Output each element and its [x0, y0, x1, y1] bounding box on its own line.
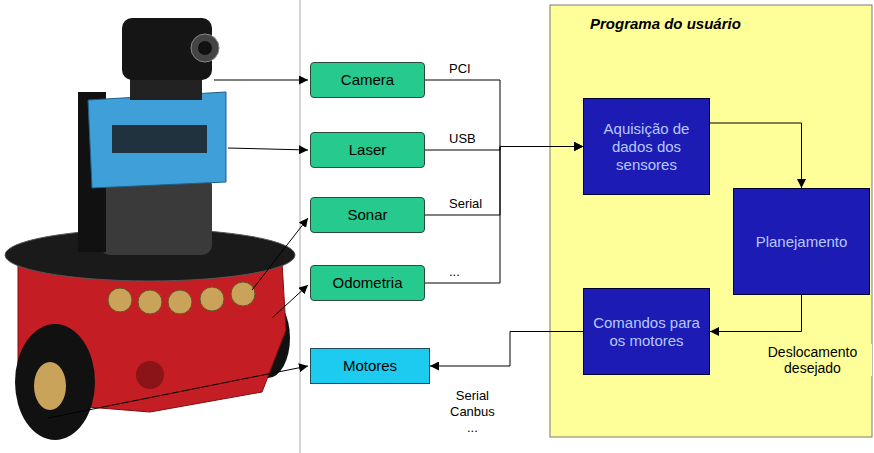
node-text: Sonar	[347, 206, 387, 224]
camera-lens	[198, 41, 212, 55]
sensor-box: Laser	[310, 132, 425, 168]
process-box: Aquisição de dados dos sensores	[583, 98, 710, 195]
node-text: Aquisição de dados dos sensores	[590, 120, 703, 174]
leader-line	[272, 285, 308, 318]
robot-illustration	[5, 18, 295, 440]
node-text: Comandos para os motores	[590, 314, 703, 350]
connector-arrow	[425, 147, 583, 151]
connector-arrow	[425, 147, 583, 216]
connector-arrow	[425, 80, 583, 147]
node-text: Odometria	[332, 274, 402, 292]
sonar-disc	[138, 290, 162, 314]
laser-housing	[88, 92, 226, 188]
speaker	[136, 361, 164, 389]
camera-base	[130, 78, 202, 100]
separator-line	[300, 0, 301, 453]
edge-label: Serial Canbus ...	[448, 388, 497, 436]
edge-label: PCI	[447, 61, 473, 77]
sensor-box: Sonar	[310, 197, 425, 233]
edge-label: Deslocamento desejado	[753, 344, 872, 376]
leader-line	[228, 148, 308, 150]
process-box: Comandos para os motores	[583, 288, 710, 375]
panel-ground	[550, 5, 872, 437]
edge-label: USB	[447, 131, 478, 147]
connector-arrow	[710, 123, 802, 188]
sonar-disc	[200, 287, 224, 311]
leader-line	[214, 80, 308, 81]
sonar-disc	[231, 282, 255, 306]
wheel-hub	[34, 362, 66, 410]
wheel	[15, 324, 95, 440]
sensor-box: Camera	[310, 62, 425, 98]
panel-title: Programa do usuário	[590, 15, 741, 32]
laser-window	[112, 125, 207, 153]
connector-arrow	[710, 295, 802, 332]
leader-line	[252, 218, 308, 290]
connector-arrow	[425, 147, 583, 284]
node-text: Camera	[341, 71, 394, 89]
node-text: Planejamento	[756, 233, 848, 251]
edge-label: Serial	[447, 196, 484, 212]
process-box: Planejamento	[733, 188, 870, 295]
edge-label: ...	[447, 264, 462, 280]
camera-lens	[191, 34, 219, 62]
sensor-box: Odometria	[310, 265, 425, 301]
leader-lines	[48, 80, 308, 418]
connector-arrow	[430, 332, 583, 367]
node-text: Laser	[349, 141, 387, 159]
camera-body	[122, 18, 212, 80]
sonar-disc	[108, 288, 132, 312]
motor-box: Motores	[310, 348, 430, 384]
node-text: Motores	[343, 357, 397, 375]
leader-line	[48, 366, 308, 418]
sonar-disc	[168, 290, 192, 314]
